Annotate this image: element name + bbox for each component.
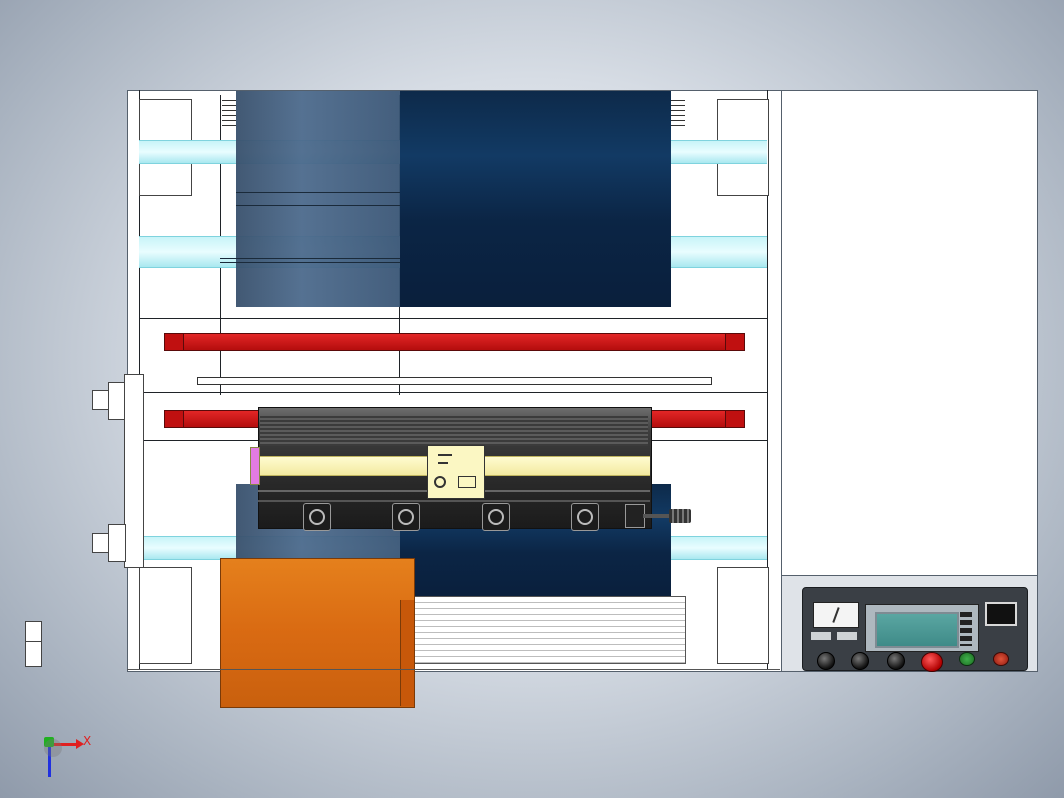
- frame-line: [767, 90, 768, 670]
- guide-rail[interactable]: [197, 377, 712, 385]
- motor-flange: [400, 600, 414, 706]
- fastener: [671, 100, 685, 130]
- lamp-icon[interactable]: [993, 652, 1009, 666]
- side-clamp[interactable]: [108, 524, 126, 562]
- bearing-block[interactable]: [717, 567, 769, 664]
- roll-seam: [220, 258, 400, 259]
- cable-connector[interactable]: [625, 504, 645, 528]
- control-cabinet[interactable]: [781, 90, 1038, 577]
- panel-label-plate: [811, 632, 831, 640]
- roll-seam: [236, 205, 400, 206]
- fastener: [222, 100, 236, 130]
- hmi-keypad[interactable]: [960, 612, 972, 646]
- guide-bar-cap: [164, 410, 184, 428]
- material-roll[interactable]: [400, 91, 671, 307]
- x-axis-label: X: [83, 734, 92, 748]
- frame-line: [127, 669, 780, 670]
- side-mount: [250, 447, 260, 485]
- roll-seam: [236, 192, 400, 193]
- x-axis-arrowhead: [76, 739, 84, 749]
- frame-line: [139, 318, 767, 319]
- knob-icon[interactable]: [817, 652, 835, 670]
- fan-icon[interactable]: [392, 503, 420, 531]
- material-roll-edge[interactable]: [236, 91, 400, 307]
- z-axis-arrow: [48, 745, 51, 777]
- loose-part[interactable]: [25, 641, 42, 667]
- guide-bar[interactable]: [164, 333, 745, 351]
- slider-plate: [458, 476, 476, 488]
- side-plate[interactable]: [124, 374, 144, 568]
- hmi-screen[interactable]: [875, 612, 959, 648]
- knob-icon[interactable]: [887, 652, 905, 670]
- fan-icon[interactable]: [303, 503, 331, 531]
- frame-line: [139, 392, 767, 393]
- bearing-block[interactable]: [139, 567, 192, 664]
- guide-bar-cap: [725, 410, 745, 428]
- x-axis-arrow: [52, 743, 78, 746]
- display-window: [985, 602, 1017, 626]
- roll-seam: [220, 262, 400, 263]
- y-axis-arrow: [44, 737, 54, 747]
- lamp-icon[interactable]: [959, 652, 975, 666]
- guide-bar-cap: [725, 333, 745, 351]
- guide-bar-cap: [164, 333, 184, 351]
- slider-block[interactable]: [427, 445, 485, 499]
- carriage-heatsink: [260, 416, 648, 446]
- slider-label-mark: [438, 454, 452, 456]
- control-panel[interactable]: [802, 587, 1028, 672]
- finned-drum[interactable]: [414, 596, 686, 664]
- meter-needle: [832, 607, 840, 623]
- axis-triad-icon: X: [40, 733, 100, 783]
- meter-icon: [813, 602, 859, 628]
- fan-icon[interactable]: [571, 503, 599, 531]
- carriage-slot: [258, 500, 650, 502]
- slider-label-mark: [438, 462, 448, 464]
- panel-label-plate: [837, 632, 857, 640]
- drive-motor[interactable]: [220, 558, 415, 708]
- fan-icon[interactable]: [482, 503, 510, 531]
- emergency-stop-icon[interactable]: [921, 652, 943, 672]
- adjust-knob-icon[interactable]: [434, 476, 446, 488]
- cable-connector[interactable]: [643, 514, 669, 518]
- loose-part[interactable]: [25, 621, 42, 643]
- cable-connector[interactable]: [669, 509, 691, 523]
- axis-origin: [44, 739, 62, 757]
- knob-icon[interactable]: [851, 652, 869, 670]
